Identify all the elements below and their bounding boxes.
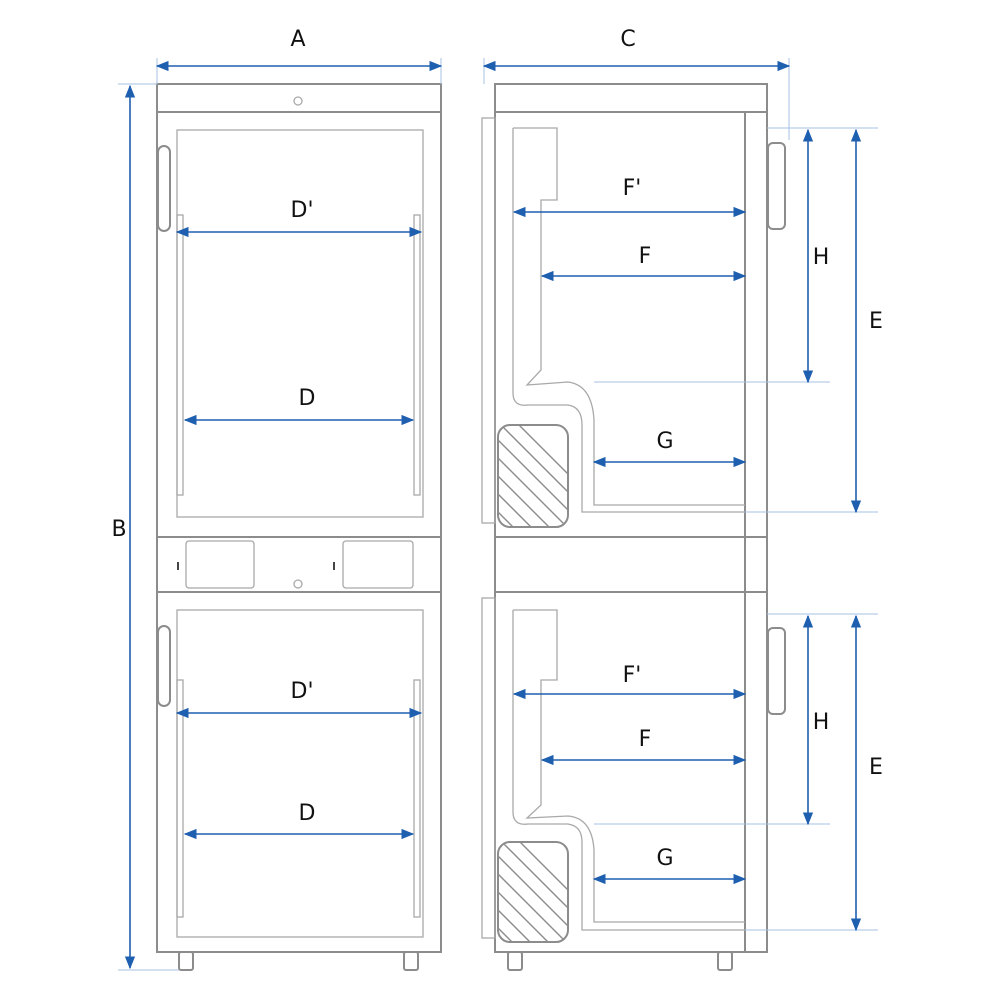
side-upper-compressor-hatch: [498, 425, 568, 527]
label-F-prime-top: F': [623, 176, 642, 201]
front-right-foot: [403, 951, 419, 971]
side-middle-panel: [494, 536, 768, 593]
label-G-top: G: [656, 429, 673, 454]
dimension-labels: A C B D' D D' D F' F G H E F' F G H E: [111, 27, 883, 871]
front-left-display: [185, 540, 255, 589]
label-A: A: [290, 27, 305, 52]
label-F-prime-bottom: F': [623, 663, 642, 688]
side-lower-door-edge: [481, 597, 496, 939]
side-upper-handle[interactable]: [767, 142, 786, 230]
side-lower-cavity: [512, 609, 745, 931]
label-E-bottom: E: [869, 755, 883, 780]
front-lower-section: [156, 591, 442, 953]
label-D-prime-top: D': [291, 198, 314, 223]
front-right-display: [342, 540, 414, 589]
extension-lines: [118, 58, 878, 971]
label-D-bottom: D: [299, 801, 316, 826]
side-lower-handle[interactable]: [767, 627, 786, 715]
label-H-top: H: [813, 245, 830, 270]
front-top-lock-icon: [293, 96, 303, 106]
label-G-bottom: G: [656, 846, 673, 871]
label-E-top: E: [869, 309, 883, 334]
side-upper-cavity: [512, 127, 745, 513]
front-middle-panel: [156, 536, 442, 593]
front-upper-right-rail: [413, 214, 421, 496]
front-top-panel: [156, 83, 442, 113]
dimension-arrows: [124, 60, 862, 970]
label-H-bottom: H: [813, 710, 830, 735]
front-left-foot: [178, 951, 194, 971]
side-lower-section: [481, 591, 786, 953]
front-lower-left-rail: [176, 679, 184, 918]
side-upper-section: [481, 111, 786, 538]
side-view: [481, 83, 786, 971]
front-upper-section: [156, 111, 442, 538]
side-left-foot: [507, 951, 523, 971]
side-top-panel: [494, 83, 768, 113]
label-B: B: [111, 517, 126, 542]
label-C: C: [620, 27, 635, 52]
side-right-foot: [717, 951, 733, 971]
front-upper-handle[interactable]: [157, 145, 171, 232]
front-lower-handle[interactable]: [157, 625, 171, 707]
front-upper-door: [176, 129, 424, 518]
label-F-top: F: [639, 244, 652, 269]
front-middle-lock-icon: [293, 579, 303, 589]
label-F-bottom: F: [639, 727, 652, 752]
side-upper-door-edge: [481, 117, 496, 524]
label-D-top: D: [299, 386, 316, 411]
front-lower-right-rail: [413, 679, 421, 918]
side-lower-compressor-hatch: [498, 842, 568, 942]
front-view: [156, 83, 442, 971]
front-lower-door: [176, 609, 424, 938]
front-upper-left-rail: [176, 214, 184, 496]
label-D-prime-bottom: D': [291, 679, 314, 704]
